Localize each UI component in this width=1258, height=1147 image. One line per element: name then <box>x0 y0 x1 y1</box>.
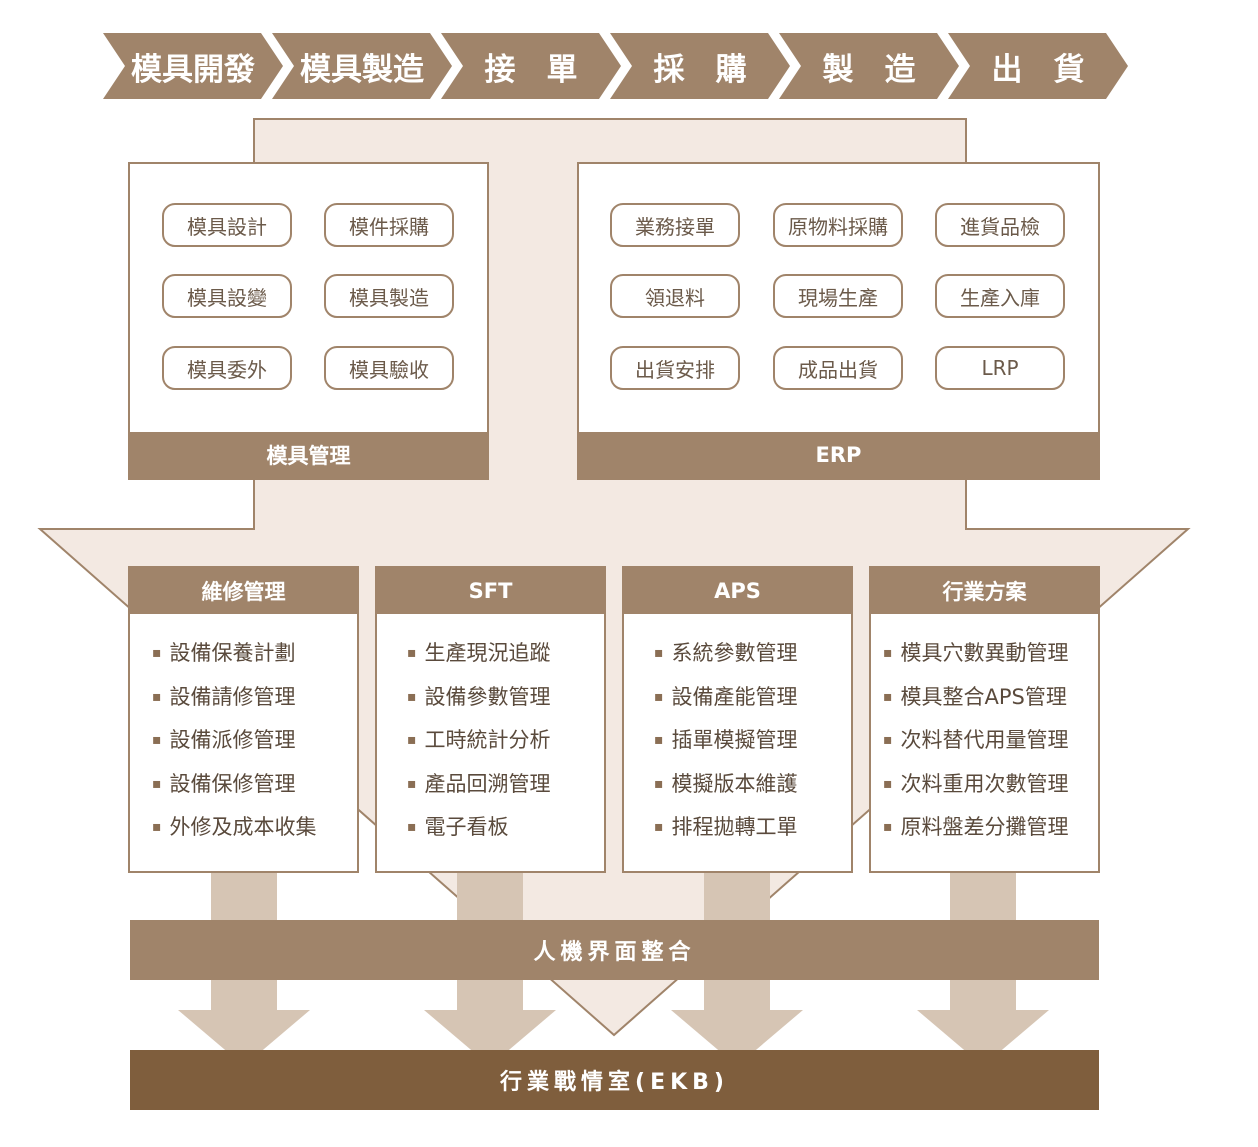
list-item: ▪設備請修管理 <box>152 684 296 709</box>
erp-item-2[interactable]: 原物料採購 <box>773 203 903 247</box>
bullet-icon: ▪ <box>883 775 893 792</box>
bullet-icon: ▪ <box>407 645 417 661</box>
bullet-icon: ▪ <box>152 645 162 661</box>
chevron-shape <box>779 33 959 99</box>
bullet-icon: ▪ <box>654 732 664 748</box>
erp-item-5[interactable]: 現場生產 <box>773 274 903 318</box>
module-industry-solution-title: 行業方案 <box>871 568 1098 614</box>
bullet-icon: ▪ <box>654 819 664 835</box>
erp-title: ERP <box>579 432 1098 478</box>
integration-band: 人機界面整合 <box>130 920 1099 980</box>
module-sft-title: SFT <box>377 568 604 614</box>
chevron-shape <box>272 33 452 99</box>
bullet-icon: ▪ <box>407 688 417 705</box>
mold-item-5[interactable]: 模具委外 <box>162 346 292 390</box>
bullet-icon: ▪ <box>152 732 162 748</box>
list-item: ▪模具整合APS管理 <box>883 684 1067 709</box>
process-step-purchasing: 採 購 <box>653 51 747 88</box>
chevron-shape <box>948 33 1128 99</box>
erp-item-1[interactable]: 業務接單 <box>610 203 740 247</box>
erp-item-4[interactable]: 領退料 <box>610 274 740 318</box>
bullet-icon: ▪ <box>152 775 162 792</box>
mold-management-title: 模具管理 <box>130 432 487 478</box>
bullet-icon: ▪ <box>407 819 417 835</box>
module-maintenance: 維修管理 ▪設備保養計劃 ▪設備請修管理 ▪設備派修管理 ▪設備保修管理 ▪外修… <box>128 566 359 873</box>
process-step-mold-manufacturing: 模具製造 <box>300 51 424 88</box>
erp-item-3[interactable]: 進貨品檢 <box>935 203 1065 247</box>
bullet-icon: ▪ <box>883 819 893 835</box>
list-item: ▪次料重用次數管理 <box>883 771 1069 796</box>
bullet-icon: ▪ <box>654 775 664 792</box>
bullet-icon: ▪ <box>654 645 664 661</box>
bullet-icon: ▪ <box>883 688 893 705</box>
bullet-icon: ▪ <box>654 688 664 705</box>
module-industry-solution: 行業方案 ▪模具穴數異動管理 ▪模具整合APS管理 ▪次料替代用量管理 ▪次料重… <box>869 566 1100 873</box>
bullet-icon: ▪ <box>152 688 162 705</box>
erp-item-8[interactable]: 成品出貨 <box>773 346 903 390</box>
list-item: ▪產品回溯管理 <box>407 771 551 796</box>
module-maintenance-title: 維修管理 <box>130 568 357 614</box>
erp-item-7[interactable]: 出貨安排 <box>610 346 740 390</box>
list-item: ▪設備參數管理 <box>407 684 551 709</box>
bullet-icon: ▪ <box>883 645 893 661</box>
list-item: ▪外修及成本收集 <box>152 815 317 839</box>
list-item: ▪原料盤差分攤管理 <box>883 815 1069 839</box>
erp-item-9[interactable]: LRP <box>935 346 1065 390</box>
mold-item-6[interactable]: 模具驗收 <box>324 346 454 390</box>
bullet-icon: ▪ <box>407 775 417 792</box>
chevron-shape <box>103 33 283 99</box>
list-item: ▪設備保養計劃 <box>152 641 296 665</box>
process-step-order: 接 單 <box>484 51 578 88</box>
mold-item-2[interactable]: 模件採購 <box>324 203 454 247</box>
list-item: ▪次料替代用量管理 <box>883 728 1069 752</box>
list-item: ▪設備保修管理 <box>152 771 296 796</box>
ekb-band: 行業戰情室(EKB) <box>130 1050 1099 1110</box>
mold-item-4[interactable]: 模具製造 <box>324 274 454 318</box>
module-aps: APS ▪系統參數管理 ▪設備產能管理 ▪插單模擬管理 ▪模擬版本維護 ▪排程拋… <box>622 566 853 873</box>
list-item: ▪電子看板 <box>407 815 509 839</box>
list-item: ▪模擬版本維護 <box>654 771 798 796</box>
erp-panel: 業務接單 原物料採購 進貨品檢 領退料 現場生產 生產入庫 出貨安排 成品出貨 … <box>577 162 1100 480</box>
mold-management-panel: 模具設計 模件採購 模具設變 模具製造 模具委外 模具驗收 模具管理 <box>128 162 489 480</box>
process-chevrons <box>103 33 1128 99</box>
chevron-shape <box>610 33 790 99</box>
list-item: ▪生產現況追蹤 <box>407 641 551 665</box>
list-item: ▪設備派修管理 <box>152 728 296 752</box>
list-item: ▪模具穴數異動管理 <box>883 641 1069 665</box>
erp-item-6[interactable]: 生產入庫 <box>935 274 1065 318</box>
mold-item-3[interactable]: 模具設變 <box>162 274 292 318</box>
process-step-mold-development: 模具開發 <box>131 51 255 88</box>
process-step-shipping: 出 貨 <box>991 51 1085 88</box>
bullet-icon: ▪ <box>407 732 417 748</box>
list-item: ▪系統參數管理 <box>654 641 798 665</box>
list-item: ▪工時統計分析 <box>407 728 551 752</box>
mold-item-1[interactable]: 模具設計 <box>162 203 292 247</box>
bullet-icon: ▪ <box>152 819 162 835</box>
process-step-production: 製 造 <box>822 51 916 88</box>
module-sft: SFT ▪生產現況追蹤 ▪設備參數管理 ▪工時統計分析 ▪產品回溯管理 ▪電子看… <box>375 566 606 873</box>
module-aps-title: APS <box>624 568 851 614</box>
list-item: ▪設備產能管理 <box>654 684 798 709</box>
list-item: ▪插單模擬管理 <box>654 728 798 752</box>
list-item: ▪排程拋轉工單 <box>654 815 798 839</box>
bullet-icon: ▪ <box>883 732 893 748</box>
chevron-shape <box>441 33 621 99</box>
